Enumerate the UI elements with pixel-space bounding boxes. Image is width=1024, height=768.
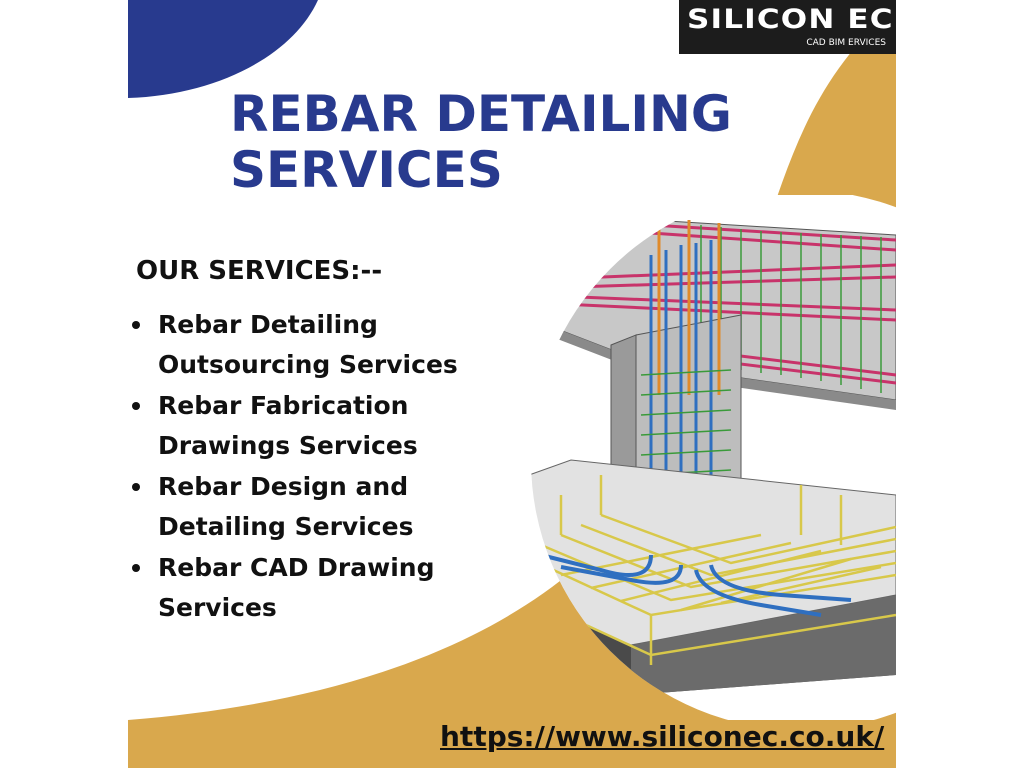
poster: SILICON EC CAD BIM ERVICES REBAR DETAILI… [128,0,896,768]
service-item: Rebar CAD Drawing Services [128,548,518,628]
bullet-icon [132,564,140,572]
page-title: REBAR DETAILING SERVICES [230,86,732,198]
logo-tagline: CAD BIM ERVICES [806,38,886,48]
title-line-1: REBAR DETAILING [230,85,732,143]
service-item: Rebar Fabrication Drawings Services [128,386,518,466]
bullet-icon [132,321,140,329]
bullet-icon [132,402,140,410]
service-label: Rebar CAD Drawing Services [158,553,435,622]
service-label: Rebar Fabrication Drawings Services [158,391,418,460]
service-item: Rebar Detailing Outsourcing Services [128,305,518,385]
bullet-icon [132,483,140,491]
navy-corner-shape [128,0,318,98]
website-link[interactable]: https://www.siliconec.co.uk/ [440,720,885,753]
service-item: Rebar Design and Detailing Services [128,467,518,547]
logo-wordmark: SILICON EC [687,4,894,35]
services-list: Rebar Detailing Outsourcing Services Reb… [128,305,518,629]
service-label: Rebar Detailing Outsourcing Services [158,310,458,379]
rebar-illustration [531,195,896,720]
title-line-2: SERVICES [230,141,503,199]
services-heading: OUR SERVICES:-- [136,256,383,286]
service-label: Rebar Design and Detailing Services [158,472,414,541]
company-logo: SILICON EC CAD BIM ERVICES [679,0,896,54]
